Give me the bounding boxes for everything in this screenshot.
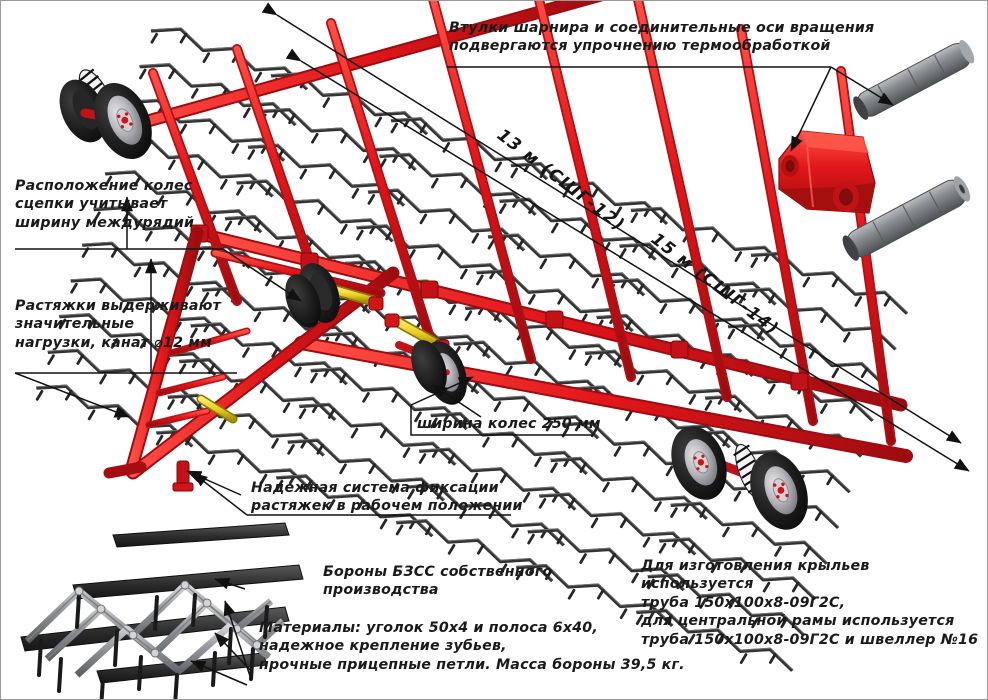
leader-hinge-bushings [447, 66, 894, 152]
leader-wheel-width [410, 376, 593, 436]
leader-locking-system [186, 470, 511, 516]
callout-harrow-production: Бороны БЗСС собственного производства [323, 564, 553, 599]
leader-harrow-detail [190, 577, 254, 686]
leader-wheel-arrangement [15, 196, 302, 302]
callout-harrow-materials: Материалы: уголок 50х4 и полоса 6х40, на… [259, 620, 685, 673]
callout-hinge-bushings: Втулки шарнира и соединительные оси вращ… [449, 20, 875, 55]
transport-wheel-front-left [59, 68, 152, 160]
callout-frame-materials: Для изготовления крыльев используется тр… [641, 558, 979, 648]
callout-wheel-arrangement: Расположение колес сцепки учитывает шири… [15, 178, 195, 231]
callout-wheel-width: ширина колес 250 мм [417, 416, 601, 432]
callout-guy-ropes: Растяжки выдерживают значительные нагруз… [15, 298, 222, 351]
callout-locking-system: Надежная система фиксации растяжек в раб… [251, 480, 523, 515]
leader-guy-ropes [14, 258, 237, 418]
harrow-section-detail [20, 522, 304, 699]
dimension-line-15m [285, 48, 970, 472]
